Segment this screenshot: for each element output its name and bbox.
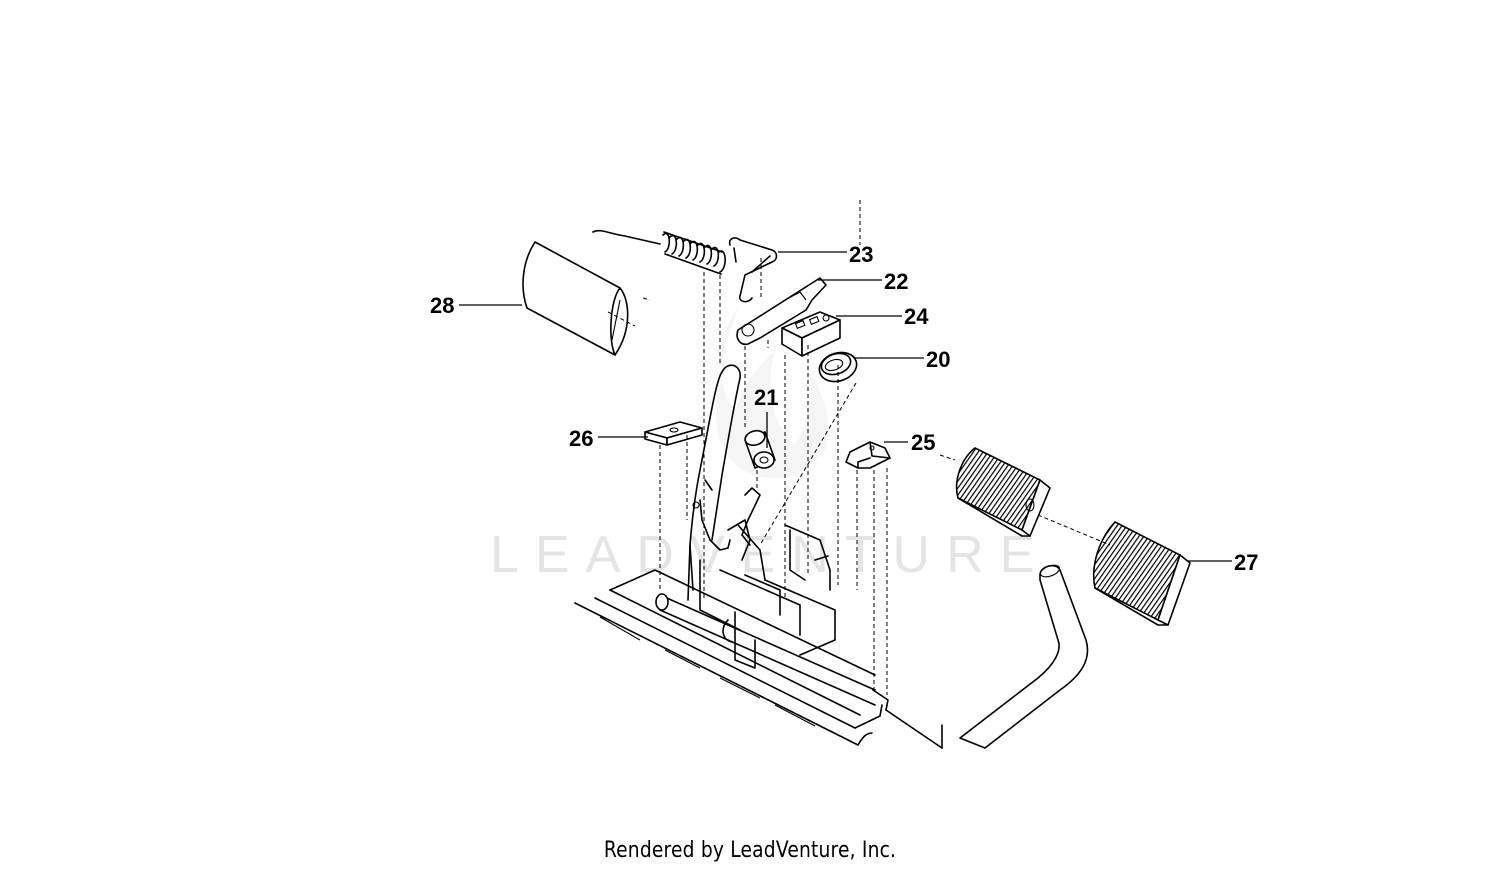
watermark-logo-icon: [716, 305, 829, 479]
alignment-lines: [607, 200, 1111, 695]
part-bent-rod: [959, 564, 1089, 749]
callout-22: 22: [884, 269, 908, 294]
part-wire-clip: [728, 237, 778, 303]
watermark-text: LEADVENTURE: [490, 526, 1050, 584]
part-bracket-plate: [736, 277, 827, 346]
part-pedal-pad-front: [955, 447, 1051, 537]
callout-24: 24: [904, 304, 929, 329]
callout-27: 27: [1234, 550, 1258, 575]
callout-21: 21: [754, 385, 778, 410]
part-pedal-pad-rear: [1092, 521, 1191, 626]
callout-25: 25: [911, 430, 935, 455]
footer-credit: Rendered by LeadVenture, Inc.: [603, 838, 897, 863]
callout-23: 23: [849, 242, 873, 267]
part-small-clip: [845, 441, 891, 469]
callout-28: 28: [430, 293, 454, 318]
callout-leaders: [459, 251, 1232, 562]
part-slotted-block: [781, 311, 841, 357]
callout-26: 26: [569, 426, 593, 451]
frame-assembly: [574, 524, 943, 749]
part-pedal-cover: [522, 241, 629, 356]
part-pad: [644, 421, 703, 446]
pedal-arm: [687, 364, 766, 601]
watermark: LEADVENTURE: [490, 305, 1050, 584]
callout-labels: 23 22 24 20 28 21 26 25 27: [430, 242, 1258, 575]
callout-20: 20: [926, 347, 950, 372]
part-spring: [592, 229, 726, 275]
